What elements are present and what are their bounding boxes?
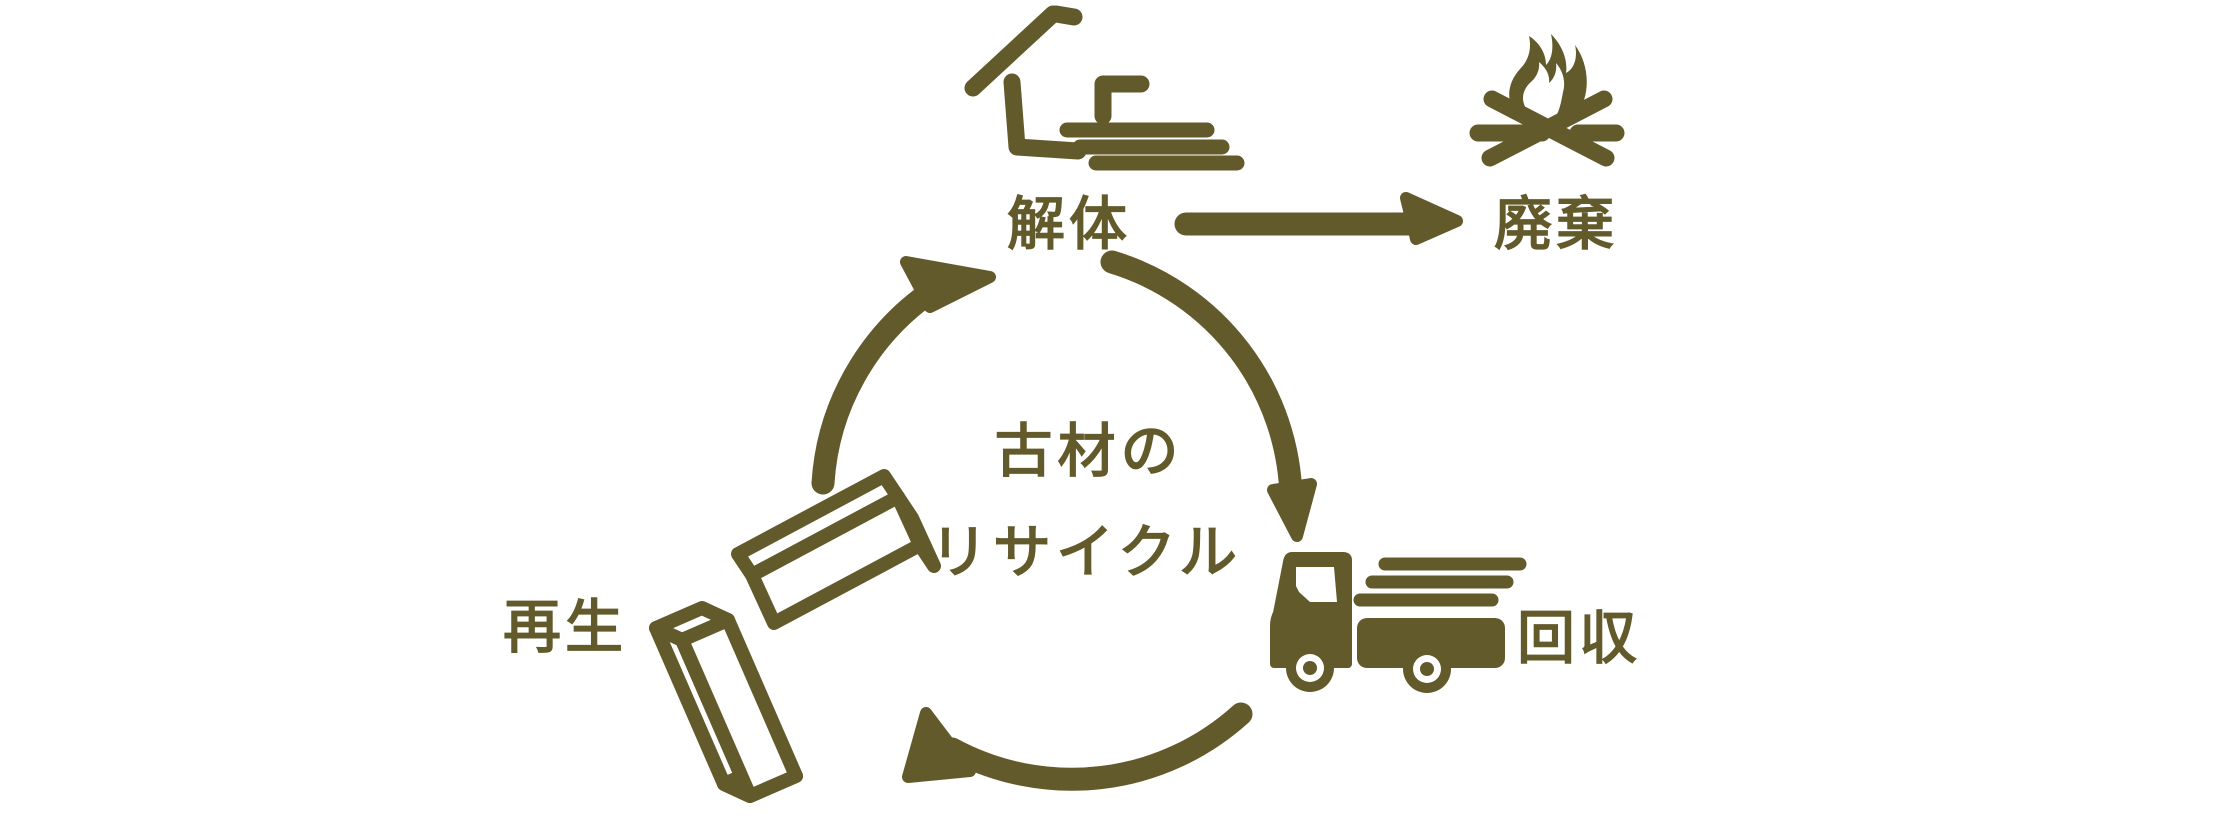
arrow-demolition-to-disposal	[1174, 192, 1463, 245]
label-demolition: 解体	[1006, 190, 1132, 258]
diagram-title-line1: 古材の	[994, 417, 1184, 485]
bonfire-icon	[1469, 34, 1625, 167]
demolished-house-icon	[964, 5, 1245, 171]
dump-truck-icon	[1270, 552, 1527, 693]
label-regeneration: 再生	[502, 593, 628, 661]
truck-window	[1296, 567, 1337, 602]
arrow-demolition-to-collection	[1100, 250, 1317, 542]
truck-bed	[1357, 618, 1505, 668]
truck-planks	[1353, 557, 1527, 607]
flame-shape	[1509, 34, 1587, 132]
arrow-collection-to-regeneration	[902, 702, 1253, 791]
diagram-title-line2: リサイクル	[929, 518, 1243, 586]
truck-wheels	[1286, 644, 1451, 693]
lumber-beams-icon	[649, 469, 941, 803]
arrow-regeneration-to-demolition	[811, 256, 996, 495]
label-collection: 回収	[1516, 604, 1642, 672]
label-disposal: 廃棄	[1493, 190, 1619, 258]
